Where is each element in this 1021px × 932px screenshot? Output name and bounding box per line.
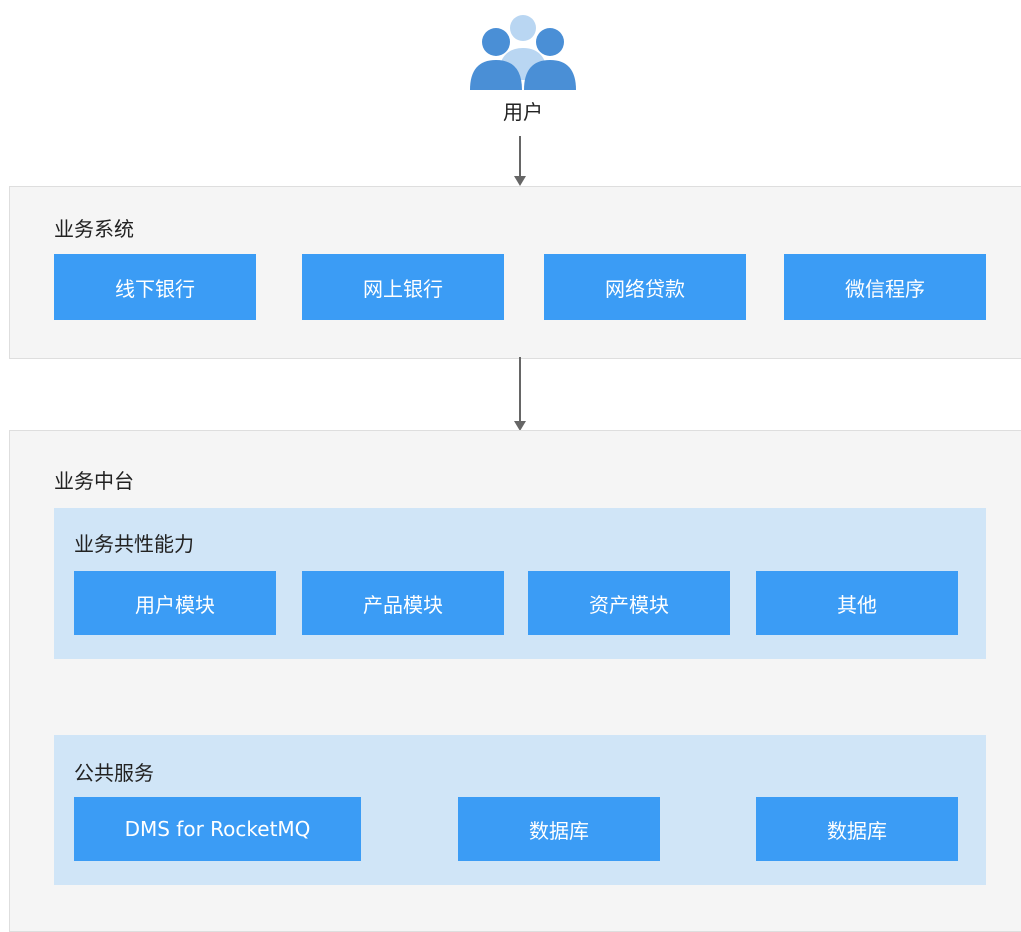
system-box-wechat-app: 微信程序 bbox=[784, 254, 986, 320]
common-capabilities-panel: 业务共性能力 用户模块 产品模块 资产模块 其他 bbox=[54, 508, 986, 659]
system-box-online-bank: 网上银行 bbox=[302, 254, 504, 320]
public-services-title: 公共服务 bbox=[74, 761, 154, 785]
arrow-user-to-system bbox=[510, 136, 530, 186]
module-box-user: 用户模块 bbox=[74, 571, 276, 635]
business-system-panel: 业务系统 线下银行 网上银行 网络贷款 微信程序 bbox=[9, 186, 1021, 359]
arrow-system-to-platform bbox=[510, 357, 530, 431]
module-box-asset: 资产模块 bbox=[528, 571, 730, 635]
system-box-offline-bank: 线下银行 bbox=[54, 254, 256, 320]
users-icon bbox=[470, 15, 576, 90]
business-platform-panel: 业务中台 业务共性能力 用户模块 产品模块 资产模块 其他 公共服务 DMS f… bbox=[9, 430, 1021, 932]
service-box-database-2: 数据库 bbox=[756, 797, 958, 861]
business-platform-title: 业务中台 bbox=[54, 469, 134, 493]
user-label: 用户 bbox=[503, 100, 543, 124]
system-box-online-loan: 网络贷款 bbox=[544, 254, 746, 320]
service-box-database-1: 数据库 bbox=[458, 797, 660, 861]
common-capabilities-title: 业务共性能力 bbox=[74, 532, 194, 556]
business-system-title: 业务系统 bbox=[54, 217, 134, 241]
public-services-panel: 公共服务 DMS for RocketMQ 数据库 数据库 bbox=[54, 735, 986, 885]
module-box-product: 产品模块 bbox=[302, 571, 504, 635]
module-box-other: 其他 bbox=[756, 571, 958, 635]
service-box-dms-rocketmq: DMS for RocketMQ bbox=[74, 797, 361, 861]
